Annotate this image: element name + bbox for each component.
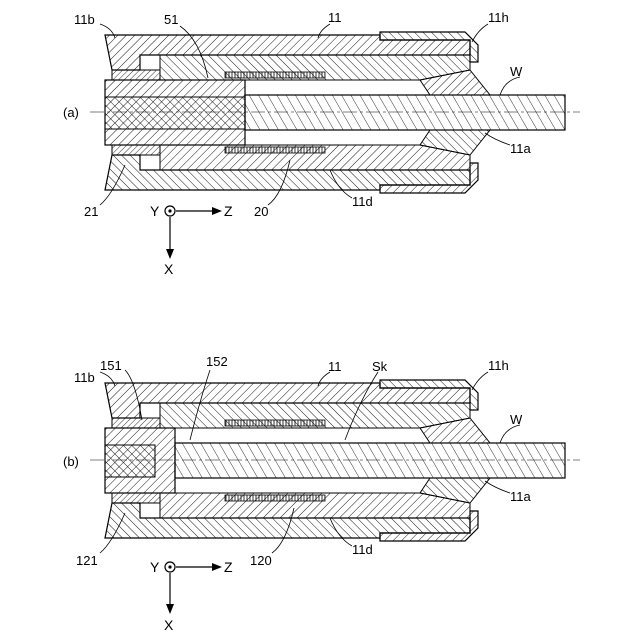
spring-bottom-b — [225, 495, 325, 501]
axis-x-label-a: X — [164, 261, 174, 277]
label-11h-a: 11h — [488, 10, 509, 25]
spring-bottom-a — [225, 147, 325, 153]
plug-top-a — [112, 70, 160, 80]
spring-top-b — [225, 420, 325, 426]
axis-z-label-a: Z — [224, 203, 233, 219]
label-120-b: 120 — [250, 553, 272, 568]
label-11a-b: 11a — [510, 489, 531, 504]
workpiece-a — [245, 95, 565, 130]
axis-y-label-a: Y — [150, 203, 160, 219]
label-11h-b: 11h — [488, 358, 509, 373]
panel-label-a: (a) — [63, 105, 79, 120]
label-151-b: 151 — [100, 358, 122, 373]
axis-triad-b: Y Z X — [150, 559, 233, 633]
axis-y-label-b: Y — [150, 559, 160, 575]
axis-triad-a: Y Z X — [150, 203, 233, 277]
label-W-b: W — [510, 412, 523, 427]
label-51-a: 51 — [164, 12, 178, 27]
plug-top-b — [112, 418, 160, 428]
label-21-a: 21 — [84, 204, 98, 219]
label-11-a: 11 — [328, 10, 342, 25]
axis-z-label-b: Z — [224, 559, 233, 575]
figure-a: (a) 11b 51 11 11h W 11a 21 20 11d Y Z X — [63, 10, 580, 277]
label-20-a: 20 — [254, 204, 268, 219]
panel-label-b: (b) — [63, 454, 79, 469]
figure-b: (b) 11b 151 152 11 Sk 11h W 11a 121 120 … — [63, 354, 580, 633]
spring-top-a — [225, 72, 325, 78]
label-11b-b: 11b — [74, 370, 95, 385]
label-11b-a: 11b — [74, 12, 95, 27]
label-152-b: 152 — [206, 354, 228, 369]
label-11-b: 11 — [328, 359, 342, 374]
pusher-a — [105, 97, 245, 129]
label-W-a: W — [510, 64, 523, 79]
pusher-b — [105, 445, 155, 477]
label-11d-b: 11d — [352, 542, 373, 557]
label-11a-a: 11a — [510, 141, 531, 156]
label-Sk-b: Sk — [372, 359, 388, 374]
workpiece-b — [175, 443, 565, 478]
axis-x-label-b: X — [164, 617, 174, 633]
plug-bottom-b — [112, 493, 160, 503]
label-11d-a: 11d — [352, 194, 373, 209]
label-121-b: 121 — [76, 553, 98, 568]
plug-bottom-a — [112, 145, 160, 155]
